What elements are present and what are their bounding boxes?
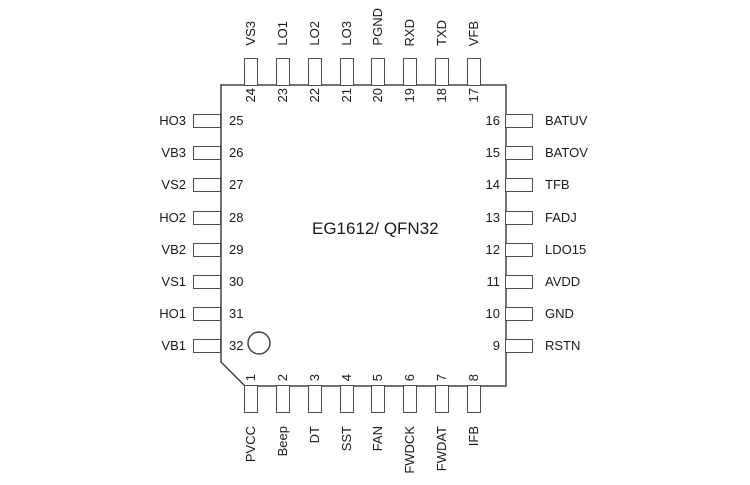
pin-19-label: RXD — [402, 18, 417, 46]
pin-31-pad — [193, 307, 221, 321]
pin-3-number: 3 — [307, 373, 322, 381]
pin-7-pad — [435, 385, 449, 413]
pin-28-pad — [193, 211, 221, 225]
pin-17-number: 17 — [466, 88, 481, 103]
pin-23-label: LO1 — [275, 21, 290, 46]
pin-8-number: 8 — [466, 373, 481, 381]
pin-1-number: 1 — [243, 373, 258, 381]
pin-22-label: LO2 — [307, 21, 322, 46]
pin-10-number: 10 — [485, 306, 500, 321]
pin-10-label: GND — [545, 306, 574, 321]
pin-6-pad — [403, 385, 417, 413]
pin-18-pad — [435, 58, 449, 86]
pin-28-number: 28 — [229, 210, 244, 225]
pin-23-number: 23 — [275, 88, 290, 103]
pin-27-pad — [193, 178, 221, 192]
pin-6-number: 6 — [402, 373, 417, 381]
pin-17-pad — [467, 58, 481, 86]
pin-29-pad — [193, 243, 221, 257]
pin-1-pad — [244, 385, 258, 413]
pin-21-label: LO3 — [339, 21, 354, 46]
pin-29-number: 29 — [229, 242, 244, 257]
pin-13-label: FADJ — [545, 210, 577, 225]
pin-4-pad — [340, 385, 354, 413]
pin-25-pad — [193, 114, 221, 128]
pin-21-number: 21 — [339, 88, 354, 103]
pin-10-pad — [505, 307, 533, 321]
pin-2-pad — [276, 385, 290, 413]
pin-3-label: DT — [307, 426, 322, 444]
pin-25-label: HO3 — [159, 113, 186, 128]
pin-19-number: 19 — [402, 88, 417, 103]
pin-3-pad — [308, 385, 322, 413]
pin-32-label: VB1 — [161, 338, 186, 353]
pin-8-pad — [467, 385, 481, 413]
pin-16-number: 16 — [485, 113, 500, 128]
pin-22-number: 22 — [307, 88, 322, 103]
pin-26-number: 26 — [229, 145, 244, 160]
pin-15-pad — [505, 146, 533, 160]
pin-8-label: IFB — [466, 426, 481, 447]
pin-18-number: 18 — [434, 88, 449, 103]
pin-7-number: 7 — [434, 373, 449, 381]
pin-13-pad — [505, 211, 533, 225]
pin-29-label: VB2 — [161, 242, 186, 257]
pin-27-label: VS2 — [161, 177, 186, 192]
pin-15-label: BATOV — [545, 145, 588, 160]
pin-2-label: Beep — [275, 426, 290, 457]
pin-24-label: VS3 — [243, 21, 258, 46]
pin-14-number: 14 — [485, 177, 500, 192]
pin-5-label: FAN — [370, 426, 385, 452]
pin-28-label: HO2 — [159, 210, 186, 225]
pin-26-label: VB3 — [161, 145, 186, 160]
pin-20-number: 20 — [370, 88, 385, 103]
pin-16-label: BATUV — [545, 113, 588, 128]
pin-24-pad — [244, 58, 258, 86]
pin-4-label: SST — [339, 426, 354, 452]
pin-24-number: 24 — [243, 88, 258, 103]
pin-1-label: PVCC — [243, 426, 258, 463]
pin-11-pad — [505, 275, 533, 289]
pin-19-pad — [403, 58, 417, 86]
pin-21-pad — [340, 58, 354, 86]
pin-14-pad — [505, 178, 533, 192]
pin-12-label: LDO15 — [545, 242, 587, 257]
pin-18-label: TXD — [434, 20, 449, 46]
pin-30-label: VS1 — [161, 274, 186, 289]
pin-26-pad — [193, 146, 221, 160]
pin-31-label: HO1 — [159, 306, 186, 321]
pin-13-number: 13 — [485, 210, 500, 225]
pin-5-pad — [371, 385, 385, 413]
pin-20-label: PGND — [370, 8, 385, 46]
pin1-indicator-dot — [247, 331, 271, 355]
pin-15-number: 15 — [485, 145, 500, 160]
pin-22-pad — [308, 58, 322, 86]
pin-25-number: 25 — [229, 113, 244, 128]
pin-4-number: 4 — [339, 373, 354, 381]
pin-11-label: AVDD — [545, 274, 581, 289]
pin-17-label: VFB — [466, 20, 481, 46]
pin-6-label: FWDCK — [402, 426, 417, 474]
pin-27-number: 27 — [229, 177, 244, 192]
pin-31-number: 31 — [229, 306, 244, 321]
pin-23-pad — [276, 58, 290, 86]
pin-2-number: 2 — [275, 373, 290, 381]
pin-9-number: 9 — [492, 338, 500, 353]
pin-5-number: 5 — [370, 373, 385, 381]
pin-9-label: RSTN — [545, 338, 581, 353]
pin-16-pad — [505, 114, 533, 128]
chip-title: EG1612/ QFN32 — [312, 219, 439, 238]
pin-14-label: TFB — [545, 177, 570, 192]
pin-30-number: 30 — [229, 274, 244, 289]
pin-12-number: 12 — [485, 242, 500, 257]
pin-32-pad — [193, 339, 221, 353]
pin-12-pad — [505, 243, 533, 257]
pin-7-label: FWDAT — [434, 426, 449, 472]
pin-20-pad — [371, 58, 385, 86]
pin-9-pad — [505, 339, 533, 353]
pin-11-number: 11 — [486, 274, 501, 289]
pin-32-number: 32 — [229, 338, 244, 353]
pin-30-pad — [193, 275, 221, 289]
